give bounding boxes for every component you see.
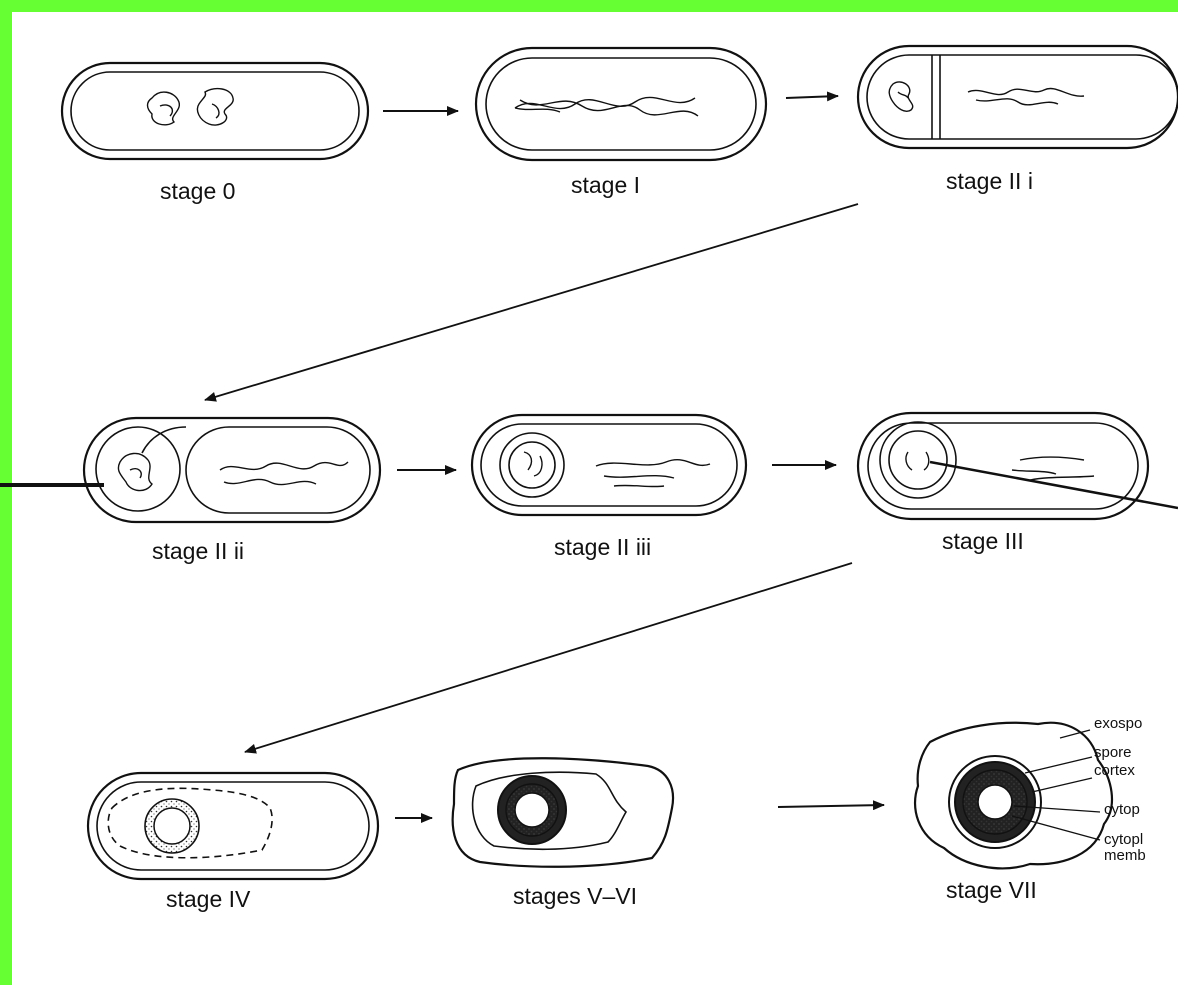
arrow-1-to-2i <box>786 96 838 98</box>
cell-stage-2ii <box>84 418 380 522</box>
annotation-cytoplasmic-membrane-line2: memb <box>1104 848 1146 864</box>
frame-border-top <box>0 0 1178 12</box>
label-stage-7: stage VII <box>946 877 1037 904</box>
label-stage-2i: stage II i <box>946 168 1033 195</box>
label-stage-3: stage III <box>942 528 1024 555</box>
annotation-exosporium: exospo <box>1094 716 1142 732</box>
cell-stage-2i <box>858 46 1178 148</box>
arrow-5-to-7 <box>778 805 884 807</box>
arrow-2i-to-2ii <box>205 204 858 400</box>
label-stage-2iii: stage II iii <box>554 534 651 561</box>
annotation-spore-coat: spore <box>1094 745 1132 761</box>
frame-border-left <box>0 0 12 985</box>
label-stages-5-6: stages V–VI <box>513 883 637 910</box>
cell-stage-1 <box>476 48 766 160</box>
cell-stage-3 <box>858 413 1148 519</box>
label-stage-0: stage 0 <box>160 178 235 205</box>
pointer-line-right <box>930 462 1178 508</box>
cell-stage-7 <box>915 723 1112 869</box>
cell-stage-2iii <box>472 415 746 515</box>
label-stage-2ii: stage II ii <box>152 538 244 565</box>
cell-stage-0 <box>62 63 368 159</box>
cell-stage-5-6 <box>453 758 673 867</box>
arrow-3-to-4 <box>245 563 852 752</box>
cell-stage-4 <box>88 773 378 879</box>
annotation-cytoplasmic-membrane-line1: cytopl <box>1104 832 1143 848</box>
label-stage-1: stage I <box>571 172 640 199</box>
annotation-cortex: cortex <box>1094 763 1135 779</box>
annotation-cytoplasm: cytop <box>1104 802 1140 818</box>
label-stage-4: stage IV <box>166 886 250 913</box>
